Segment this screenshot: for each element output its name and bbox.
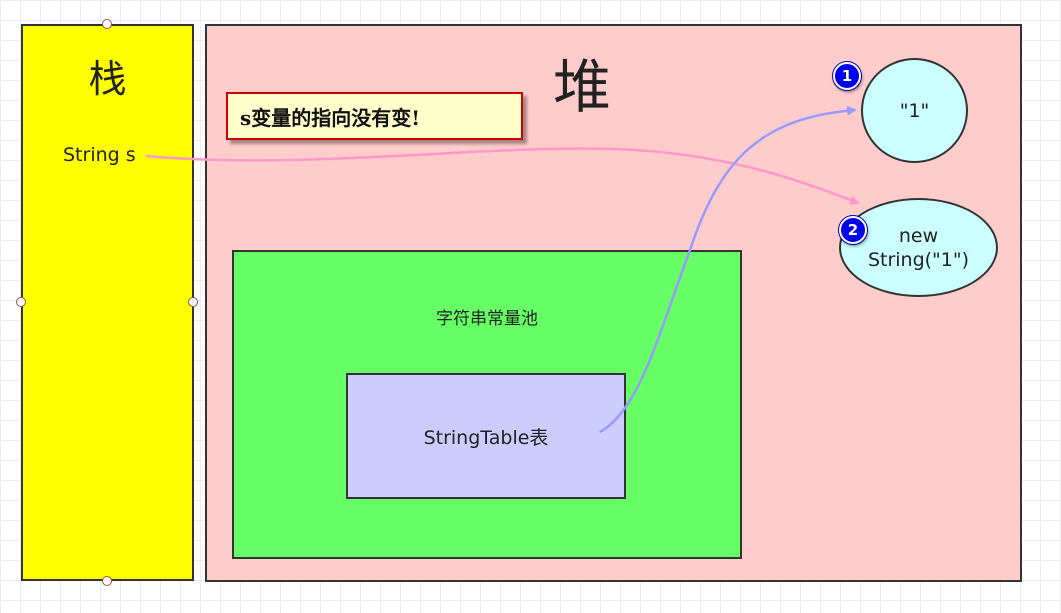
reference-arrow-s-to-object-2 (145, 147, 860, 205)
object-2-label-line-2: String("1") (867, 248, 970, 271)
stack-title: 栈 (88, 57, 127, 101)
resize-handle-right[interactable] (188, 297, 198, 307)
string-table-label: StringTable表 (423, 426, 549, 449)
string-pool-label: 字符串常量池 (436, 309, 538, 329)
heap-title: 堆 (553, 53, 612, 121)
heap-object-1[interactable]: "1" (861, 58, 968, 163)
number-badge-2: 2 (839, 216, 867, 244)
resize-handle-top[interactable] (102, 19, 112, 29)
stack-variable-s: String s (63, 144, 136, 166)
object-1-label: "1" (899, 99, 930, 122)
resize-handle-bottom[interactable] (102, 576, 112, 586)
object-2-label-line-1: new (898, 224, 939, 247)
string-table[interactable]: StringTable表 (346, 373, 626, 499)
table-arrow-to-object-1 (599, 105, 857, 434)
callout-note[interactable]: s变量的指向没有变! (226, 92, 523, 140)
callout-text: s变量的指向没有变! (240, 106, 421, 130)
stack-area[interactable]: 栈 String s (21, 24, 194, 581)
heap-object-2[interactable]: new String("1") (839, 198, 998, 297)
resize-handle-left[interactable] (16, 297, 26, 307)
number-badge-1: 1 (833, 62, 861, 90)
